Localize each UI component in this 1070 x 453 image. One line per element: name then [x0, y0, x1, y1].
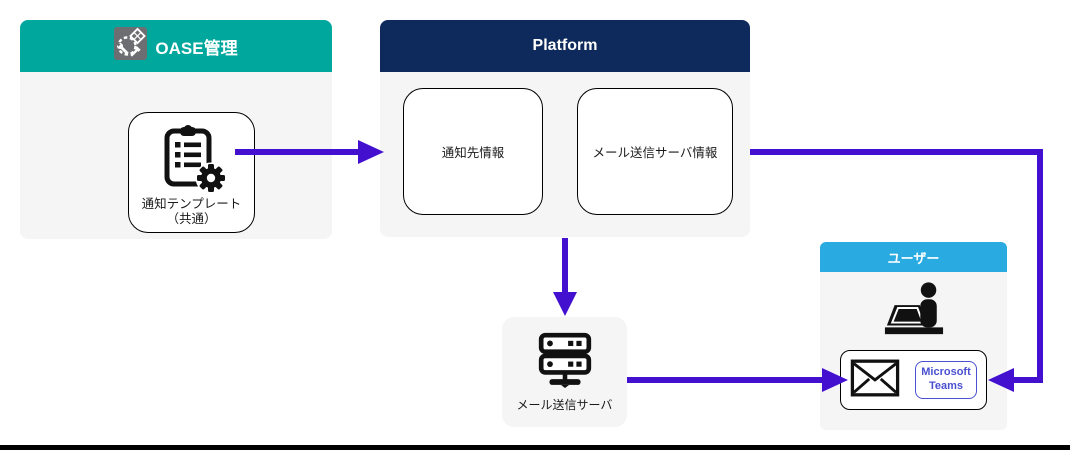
clipboard-gear-icon	[155, 122, 229, 201]
envelope-icon	[850, 358, 900, 403]
arrow-mailserver-to-user	[627, 368, 848, 392]
platform-panel-header: Platform	[380, 20, 750, 72]
oase-logo-icon	[114, 27, 148, 65]
mail-server-node: メール送信サーバ	[502, 317, 627, 427]
user-panel-header: ユーザー	[820, 242, 1007, 272]
notification-template-node: 通知テンプレート （共通）	[128, 112, 255, 233]
server-stack-icon	[536, 332, 594, 393]
mail-delivery-node: Microsoft Teams	[840, 350, 987, 410]
platform-panel-title: Platform	[532, 37, 598, 54]
notification-template-label: 通知テンプレート （共通）	[141, 197, 242, 226]
user-panel-title: ユーザー	[887, 250, 940, 266]
arrow-platform-to-mailserver	[553, 238, 577, 316]
oase-panel-title: OASE管理	[155, 38, 238, 58]
person-at-laptop-icon	[883, 280, 945, 336]
oase-panel-header: OASE管理	[20, 20, 332, 72]
oase-panel: OASE管理	[20, 20, 332, 239]
bottom-border-line	[0, 445, 1070, 450]
mail-server-info-node: メール送信サーバ情報	[577, 88, 733, 215]
mail-server-label: メール送信サーバ	[516, 397, 613, 412]
microsoft-teams-badge: Microsoft Teams	[915, 361, 977, 399]
notification-destination-node: 通知先情報	[403, 88, 543, 215]
